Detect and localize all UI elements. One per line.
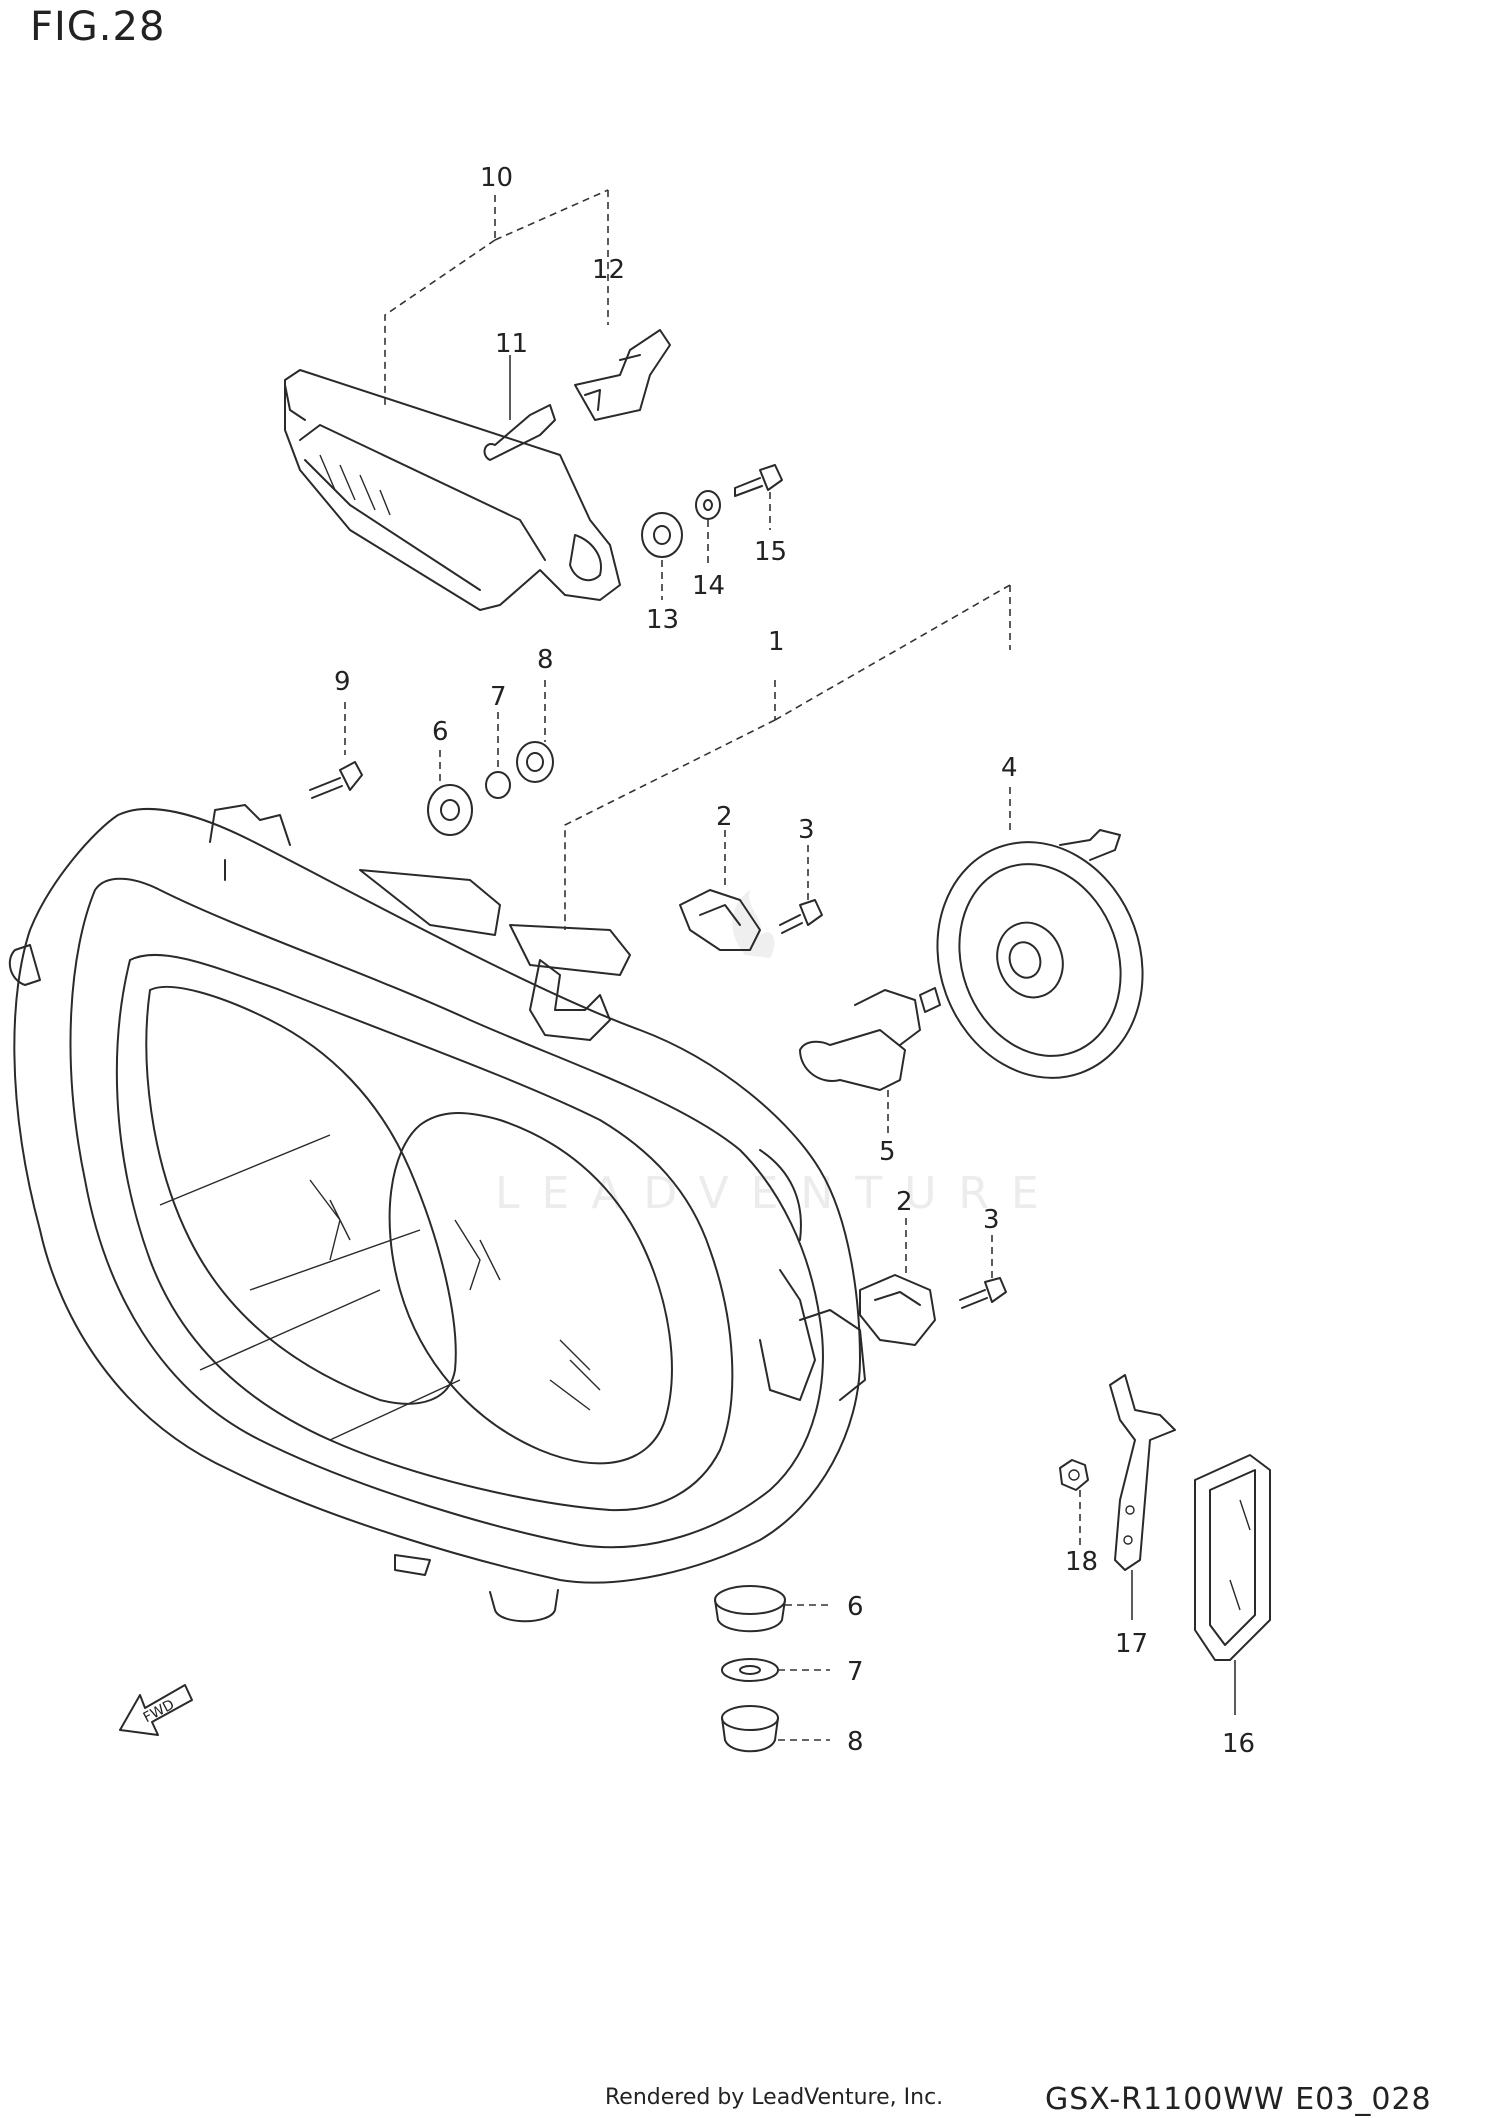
callout-9: 9 bbox=[334, 667, 351, 697]
callout-11: 11 bbox=[495, 329, 528, 359]
callout-3-lower: 3 bbox=[983, 1205, 1000, 1235]
bulb-11[interactable] bbox=[483, 404, 556, 461]
rendered-by-credit: Rendered by LeadVenture, Inc. bbox=[605, 2085, 944, 2110]
callout-13: 13 bbox=[646, 605, 679, 635]
leader-lines bbox=[344, 189, 1236, 1741]
callout-12: 12 bbox=[592, 255, 625, 285]
screw-3-lower[interactable] bbox=[959, 1277, 1007, 1309]
callout-3-upper: 3 bbox=[798, 815, 815, 845]
callout-2-upper: 2 bbox=[716, 802, 733, 832]
bulb-holder-2-upper[interactable] bbox=[679, 889, 761, 951]
headlight-bulb-5[interactable] bbox=[799, 987, 941, 1091]
socket-cover-4[interactable] bbox=[905, 813, 1175, 1107]
screw-3-upper[interactable] bbox=[779, 899, 823, 934]
callout-5: 5 bbox=[879, 1137, 896, 1167]
callout-1: 1 bbox=[768, 627, 785, 657]
callout-15: 15 bbox=[754, 537, 787, 567]
bulb-holder-2-lower[interactable] bbox=[859, 1274, 936, 1346]
watermark-text: LEADVENTURE bbox=[495, 1168, 1061, 1219]
headlight-housing[interactable] bbox=[8, 804, 866, 1623]
bolt-9[interactable] bbox=[309, 761, 363, 799]
callout-6-upper: 6 bbox=[432, 717, 449, 747]
callout-labels: 10 12 11 13 14 15 1 9 6 7 8 2 3 4 5 2 3 … bbox=[334, 163, 1255, 1759]
grommet-13[interactable] bbox=[641, 512, 683, 558]
callout-8-lower: 8 bbox=[847, 1727, 864, 1757]
washer-7-lower[interactable] bbox=[721, 1658, 779, 1682]
bracket-17[interactable] bbox=[1109, 1374, 1176, 1571]
washer-7-upper[interactable] bbox=[485, 771, 511, 799]
callout-14: 14 bbox=[692, 571, 725, 601]
reflector-16[interactable] bbox=[1194, 1454, 1271, 1661]
callout-18: 18 bbox=[1065, 1547, 1098, 1577]
screw-15[interactable] bbox=[734, 464, 783, 497]
washer-14[interactable] bbox=[695, 490, 721, 520]
callout-7-upper: 7 bbox=[490, 682, 507, 712]
callout-17: 17 bbox=[1115, 1629, 1148, 1659]
figure-title: FIG.28 bbox=[30, 4, 166, 50]
position-lamp-assembly[interactable] bbox=[284, 369, 621, 611]
grommet-6-lower[interactable] bbox=[714, 1585, 786, 1633]
nut-8-upper[interactable] bbox=[516, 741, 554, 783]
watermark: LEADVENTURE bbox=[495, 890, 1061, 1219]
callout-2-lower: 2 bbox=[896, 1187, 913, 1217]
callout-4: 4 bbox=[1001, 753, 1018, 783]
callout-6-lower: 6 bbox=[847, 1592, 864, 1622]
callout-16: 16 bbox=[1222, 1729, 1255, 1759]
socket-12[interactable] bbox=[574, 329, 671, 421]
nut-8-lower[interactable] bbox=[721, 1705, 779, 1753]
callout-10: 10 bbox=[480, 163, 513, 193]
nut-18[interactable] bbox=[1059, 1459, 1089, 1491]
callout-8-upper: 8 bbox=[537, 645, 554, 675]
grommet-6-upper[interactable] bbox=[427, 784, 473, 836]
callout-7-lower: 7 bbox=[847, 1657, 864, 1687]
fwd-direction-arrow: FWD bbox=[119, 1684, 193, 1736]
model-code: GSX-R1100WW E03_028 bbox=[1045, 2082, 1432, 2117]
